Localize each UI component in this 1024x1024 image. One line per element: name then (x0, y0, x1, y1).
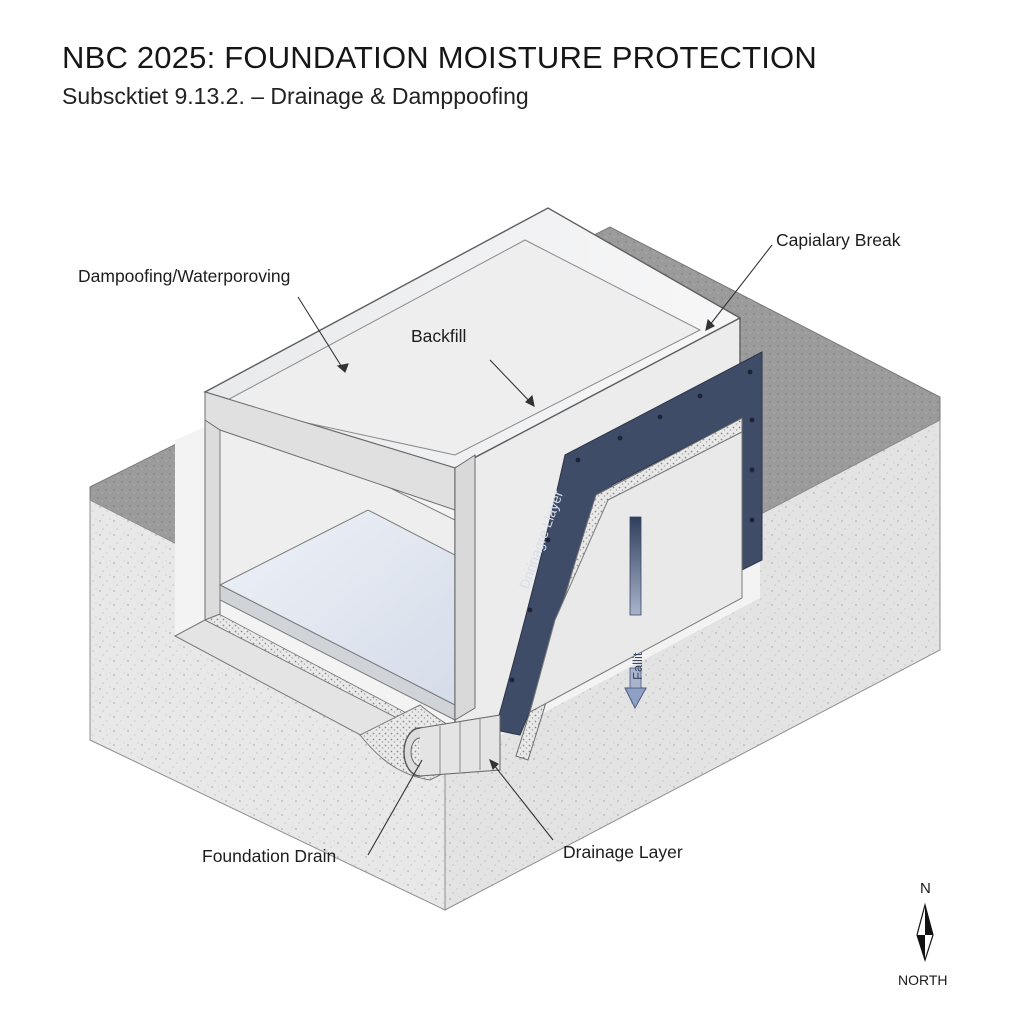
foundation-drain-pipe (359, 704, 502, 781)
leader-backfill (489, 359, 535, 407)
leader-lines (297, 244, 773, 856)
flow-arrow-shaft (629, 516, 642, 616)
compass-north-label: NORTH (898, 972, 948, 988)
leader-dampproofing (297, 296, 346, 373)
compass-n-label: N (920, 880, 931, 897)
leader-capillary (705, 244, 773, 331)
label-drainage-layer: Drainage Layer (563, 842, 683, 862)
label-foundation-drain: Foundation Drain (202, 846, 337, 866)
membrane-fasteners (509, 369, 755, 683)
page-title: NBC 2025: FOUNDATION MOISTURE PROTECTION (62, 40, 817, 75)
north-arrow-icon (916, 902, 934, 962)
leader-drainage-layer (489, 759, 554, 841)
label-dampproofing: Dampoofing/Waterporoving (78, 266, 291, 286)
label-capillary-break: Capialary Break (776, 230, 901, 250)
leader-foundation-drain (367, 759, 423, 856)
label-backfill: Backfill (411, 326, 467, 346)
flow-text: Fallit (630, 652, 645, 680)
roof-slab-edge (204, 391, 456, 511)
page-subtitle: Subscktiet 9.13.2. – Drainage & Damppoof… (62, 83, 529, 109)
foundation-wall-edge (454, 454, 476, 721)
